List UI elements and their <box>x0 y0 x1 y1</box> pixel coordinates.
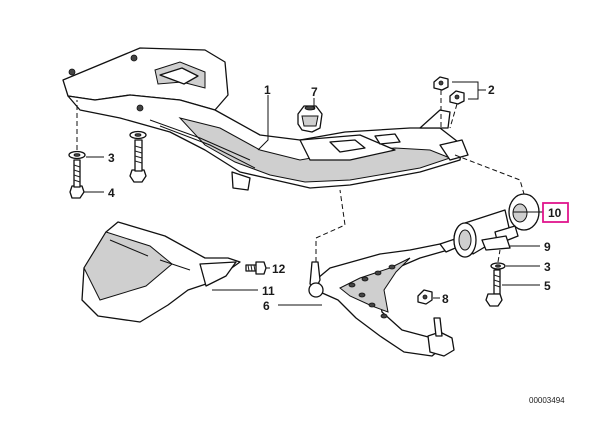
callout-10-highlight-box <box>542 202 569 223</box>
callout-8: 8 <box>442 292 449 306</box>
callout-2: 2 <box>488 83 495 97</box>
callout-4: 4 <box>108 186 115 200</box>
front-axle-subframe[interactable] <box>62 47 469 191</box>
callout-11: 11 <box>262 284 275 298</box>
callout-3-left: 3 <box>108 151 115 165</box>
diagram-reference-number: 00003494 <box>529 396 565 405</box>
callout-6: 6 <box>263 299 270 313</box>
callout-10: 10 <box>548 206 562 220</box>
hex-bolt-right[interactable] <box>485 269 503 307</box>
callout-1: 1 <box>264 83 271 97</box>
splash-guard[interactable] <box>81 221 241 323</box>
callout-3-right: 3 <box>544 260 551 274</box>
washer-right[interactable] <box>490 262 506 270</box>
guard-bolt[interactable] <box>245 261 267 275</box>
callout-12: 12 <box>272 262 286 276</box>
callout-5: 5 <box>544 279 551 293</box>
callout-9: 9 <box>544 240 551 254</box>
washer-center[interactable] <box>129 130 147 140</box>
control-arm-nut[interactable] <box>417 289 433 305</box>
callout-7: 7 <box>311 85 318 99</box>
washer-left[interactable] <box>68 150 86 160</box>
control-arm-bushing[interactable] <box>453 209 511 258</box>
hex-bolt-left[interactable] <box>69 159 85 199</box>
leader-lines <box>84 81 544 306</box>
rubber-mount[interactable] <box>297 105 323 133</box>
hex-nut-upper-right[interactable] <box>433 76 449 91</box>
hex-bolt-center[interactable] <box>129 139 147 183</box>
hex-nut-lower-right[interactable] <box>449 90 465 105</box>
control-arm[interactable] <box>308 233 475 357</box>
